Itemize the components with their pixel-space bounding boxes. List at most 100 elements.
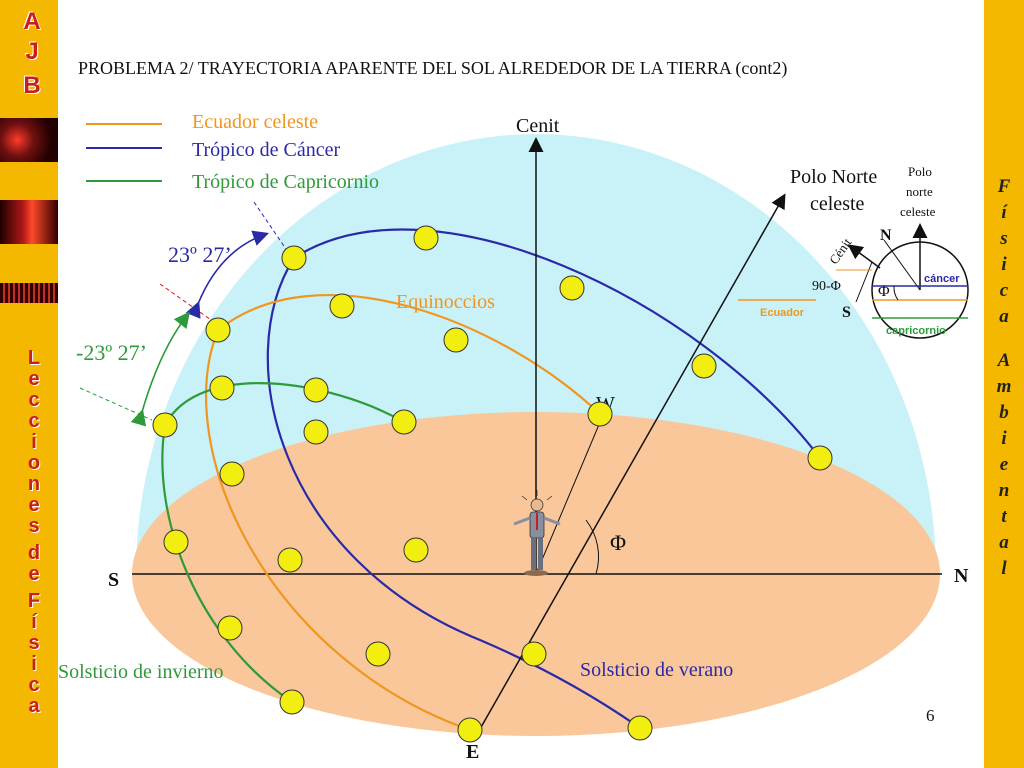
sun-marker bbox=[391, 409, 417, 435]
sun-marker bbox=[587, 401, 613, 427]
right-vertical-letter: e bbox=[999, 454, 1009, 475]
left-vertical-letter: c bbox=[28, 410, 40, 432]
sun-marker bbox=[807, 445, 833, 471]
left-vertical-letter: c bbox=[28, 389, 40, 411]
sun-marker bbox=[559, 275, 585, 301]
sun-marker bbox=[521, 641, 547, 667]
legend-label-ecuador: Ecuador celeste bbox=[192, 111, 318, 133]
sun-marker bbox=[443, 327, 469, 353]
left-vertical-letter: e bbox=[28, 494, 40, 516]
equinoccios-label: Equinoccios bbox=[396, 291, 495, 313]
inset-polo-label-3: celeste bbox=[900, 204, 936, 219]
inset-horizon-line bbox=[855, 261, 873, 303]
right-vertical-letter: a bbox=[999, 306, 1009, 327]
inset-zenith-arrow bbox=[847, 244, 881, 269]
cancer-tick bbox=[253, 201, 289, 253]
thumbnail-image bbox=[0, 118, 58, 162]
south-label: S bbox=[108, 569, 119, 591]
left-vertical-letter: í bbox=[31, 611, 37, 633]
sun-marker bbox=[219, 461, 245, 487]
east-label: E bbox=[466, 741, 479, 763]
sun-marker bbox=[303, 419, 329, 445]
left-vertical-letter: e bbox=[28, 563, 40, 585]
right-vertical-letter: í bbox=[1001, 202, 1007, 223]
right-vertical-letter: t bbox=[1001, 506, 1007, 527]
sun-marker bbox=[303, 377, 329, 403]
inset-ecuador-label: Ecuador bbox=[760, 307, 805, 319]
solsticio-verano-label: Solsticio de verano bbox=[580, 659, 733, 681]
inset-n-label: N bbox=[880, 227, 892, 244]
left-vertical-letter: c bbox=[28, 674, 40, 696]
right-vertical-letter: F bbox=[997, 176, 1011, 197]
inset-cenit-label: Cénit bbox=[826, 235, 855, 267]
sun-marker bbox=[627, 715, 653, 741]
left-vertical-letter: d bbox=[27, 542, 41, 564]
capricorn-path-lower bbox=[161, 424, 293, 703]
cenit-label: Cenit bbox=[516, 115, 560, 137]
sun-marker bbox=[691, 353, 717, 379]
sun-marker bbox=[209, 375, 235, 401]
right-sidebar bbox=[984, 0, 1024, 768]
inset-n-line bbox=[883, 239, 921, 291]
latitude-phi-label: Φ bbox=[610, 530, 626, 555]
right-vertical-letter: A bbox=[997, 350, 1011, 371]
right-vertical-letter: m bbox=[996, 376, 1012, 397]
inset-s-label: S bbox=[842, 304, 851, 321]
right-vertical-letter: i bbox=[1001, 428, 1007, 449]
right-vertical-letter: i bbox=[1001, 254, 1007, 275]
sun-marker bbox=[365, 641, 391, 667]
inset-capricornio-label: capricornio bbox=[886, 325, 946, 337]
logo-bar bbox=[58, 100, 70, 106]
page-number: 6 bbox=[926, 706, 935, 725]
left-vertical-letter: i bbox=[31, 431, 37, 453]
left-vertical-letter: i bbox=[31, 653, 37, 675]
sun-marker bbox=[279, 689, 305, 715]
sun-marker bbox=[329, 293, 355, 319]
thumbnail-image bbox=[0, 200, 58, 244]
left-vertical-letter: s bbox=[28, 515, 40, 537]
right-vertical-letter: c bbox=[999, 280, 1009, 301]
logo-letter-a: A bbox=[23, 8, 41, 35]
thumbnail-image bbox=[0, 283, 58, 303]
observer-figure bbox=[513, 490, 561, 576]
solsticio-invierno-label: Solsticio de invierno bbox=[58, 661, 224, 683]
logo-letter-b: B bbox=[23, 72, 41, 99]
left-vertical-letter: L bbox=[27, 347, 41, 369]
inset-polo-label-2: norte bbox=[906, 184, 933, 199]
left-vertical-letter: n bbox=[27, 473, 41, 495]
sun-marker bbox=[205, 317, 231, 343]
polo-norte-label: Polo Norte bbox=[790, 166, 877, 188]
sun-marker bbox=[277, 547, 303, 573]
inset-phi-arc bbox=[893, 285, 899, 301]
angle-label-negative: -23º 27’ bbox=[76, 340, 147, 365]
north-label: N bbox=[954, 565, 969, 587]
angle-arrow-positive bbox=[185, 230, 270, 319]
right-vertical-letter: a bbox=[999, 532, 1009, 553]
west-line bbox=[535, 407, 607, 575]
right-vertical-letter: s bbox=[1000, 228, 1008, 249]
phi-arc bbox=[585, 519, 600, 575]
angle-arrow-negative bbox=[130, 311, 190, 427]
left-vertical-letter: o bbox=[27, 452, 41, 474]
legend-label-cancer: Trópico de Cáncer bbox=[192, 139, 340, 161]
cancer-path-upper bbox=[293, 228, 821, 459]
left-vertical-letter: a bbox=[28, 695, 40, 717]
sun-marker bbox=[281, 245, 307, 271]
logo-letter-j: J bbox=[25, 38, 39, 65]
left-vertical-letter: e bbox=[28, 368, 40, 390]
logo-bar bbox=[58, 88, 70, 94]
cancer-path-lower bbox=[266, 257, 641, 729]
inset-polo-label-1: Polo bbox=[908, 164, 932, 179]
polo-celeste-label: celeste bbox=[810, 193, 865, 215]
page-title: PROBLEMA 2/ TRAYECTORIA APARENTE DEL SOL… bbox=[78, 58, 788, 78]
right-vertical-letter: b bbox=[999, 402, 1009, 423]
sun-marker bbox=[152, 412, 178, 438]
angle-label-positive: 23º 27’ bbox=[168, 242, 232, 267]
sun-marker bbox=[163, 529, 189, 555]
left-vertical-letter: F bbox=[27, 590, 41, 612]
inset-ninety-minus-phi: 90-Φ bbox=[812, 279, 841, 294]
sun-markers bbox=[152, 225, 833, 743]
equator-path-lower bbox=[205, 329, 471, 732]
sun-marker bbox=[413, 225, 439, 251]
